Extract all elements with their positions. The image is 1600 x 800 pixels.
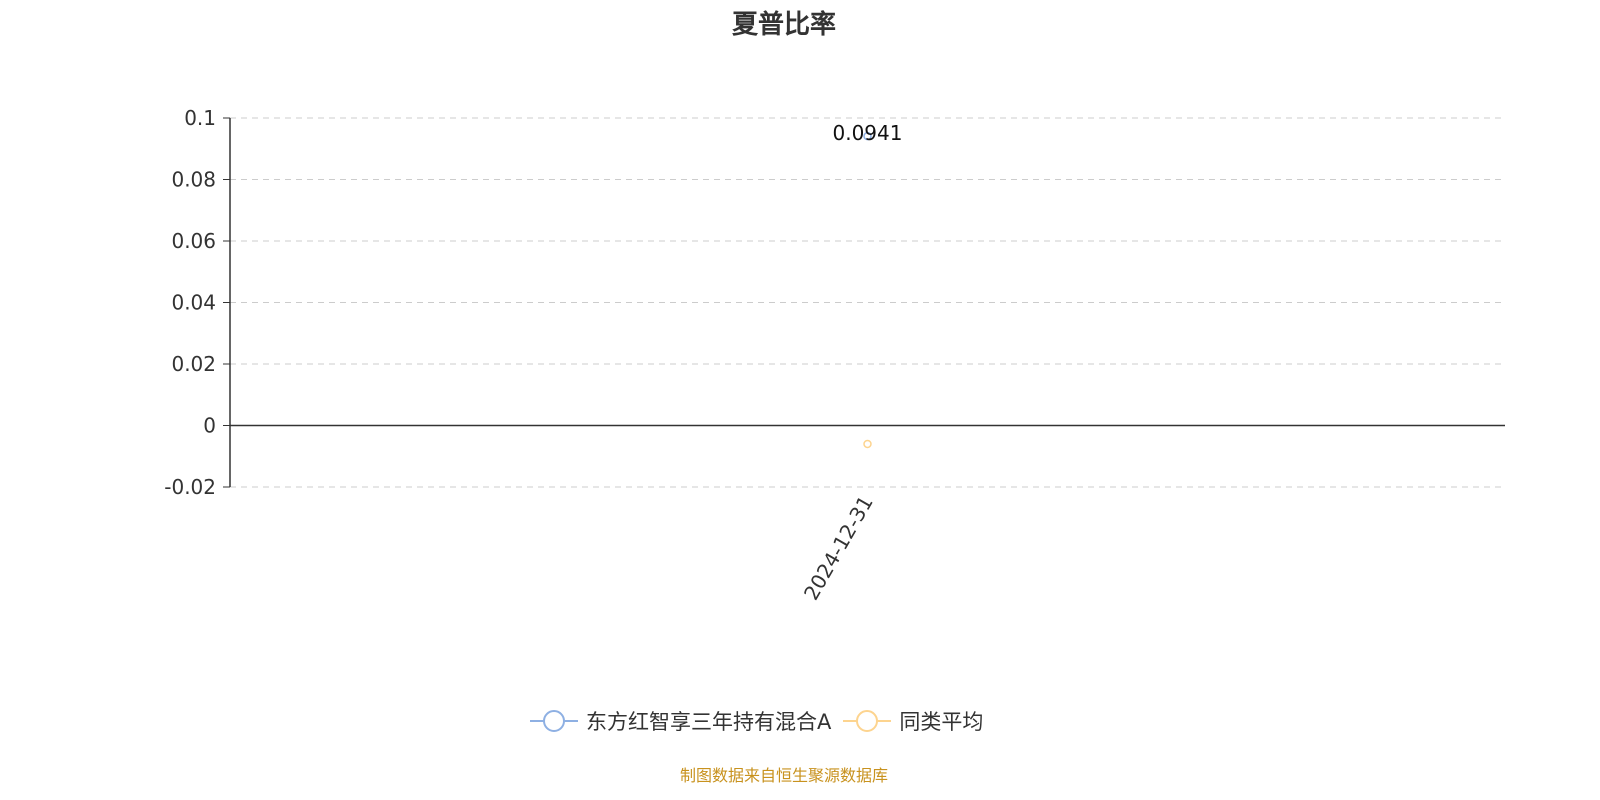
y-tick-label: 0.06: [171, 229, 216, 253]
legend-label: 同类平均: [899, 710, 984, 734]
y-tick-label: 0.02: [171, 352, 216, 376]
y-tick-label: -0.02: [164, 475, 216, 499]
data-label: 0.0941: [833, 121, 903, 145]
legend-marker-icon: [843, 710, 892, 732]
x-tick-label: 2024-12-31: [799, 492, 878, 605]
source-note: 制图数据来自恒生聚源数据库: [679, 766, 888, 785]
legend-item-fund[interactable]: 东方红智享三年持有混合A: [530, 706, 831, 736]
data-point: [863, 131, 872, 141]
legend-label: 东方红智享三年持有混合A: [586, 710, 832, 734]
data-point: [863, 439, 872, 449]
legend: 东方红智享三年持有混合A 同类平均: [530, 706, 995, 736]
y-tick-label: 0.1: [184, 106, 216, 130]
plot-area: 0.1 0.08 0.06 0.04 0.02 0 -0.02 2024-12-31 0.094…: [164, 106, 1505, 605]
legend-marker-icon: [530, 710, 578, 732]
y-tick-label: 0: [203, 414, 216, 438]
chart-title: 夏普比率: [731, 10, 836, 40]
legend-item-average[interactable]: 同类平均: [843, 706, 983, 736]
y-tick-label: 0.04: [171, 291, 216, 315]
y-tick-label: 0.08: [171, 168, 216, 192]
